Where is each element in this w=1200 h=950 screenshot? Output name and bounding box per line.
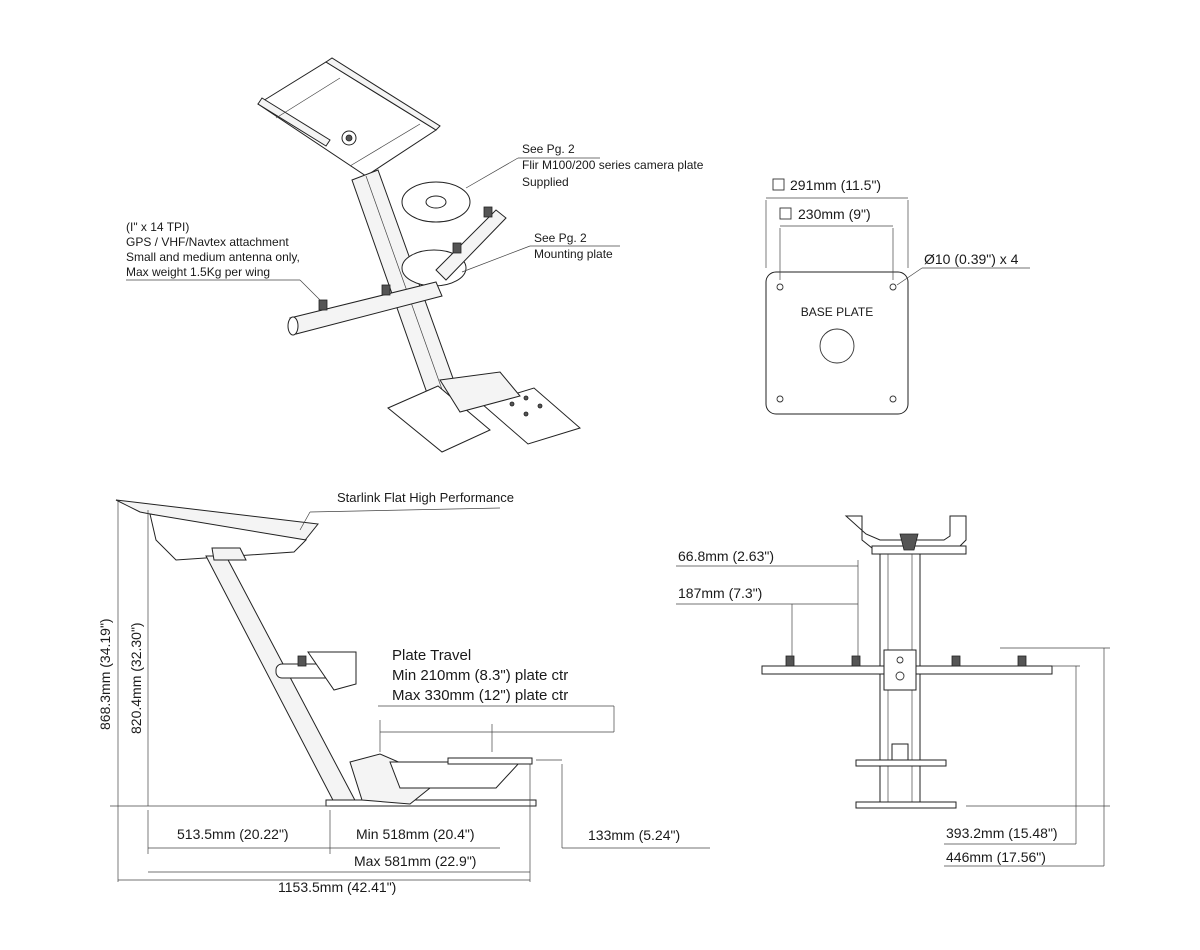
side-view: Starlink Flat High Performance Plate Tra… [97, 490, 710, 895]
plate-travel-max: Max 330mm (12") plate ctr [392, 687, 568, 704]
callout-camera-line-3: Supplied [522, 175, 569, 189]
base-plate-label: BASE PLATE [801, 305, 873, 319]
base-plate-view: BASE PLATE 291mm (11.5") 230mm (9") Ø10 … [765, 177, 1030, 415]
dim-66: 66.8mm (2.63") [678, 548, 774, 564]
dim-outer-291: 291mm (11.5") [790, 177, 881, 193]
plate-travel-min: Min 210mm (8.3") plate ctr [392, 667, 568, 684]
callout-wing-line-4: Max weight 1.5Kg per wing [126, 265, 270, 279]
dim-inner-230: 230mm (9") [798, 206, 871, 222]
base-plate-outline [765, 271, 909, 415]
callout-camera-line-2: Flir M100/200 series camera plate [522, 158, 704, 172]
front-view: 66.8mm (2.63") 187mm (7.3") 393.2mm (15.… [676, 515, 1110, 867]
dim-446: 446mm (17.56") [946, 849, 1046, 865]
dim-min518: Min 518mm (20.4") [356, 826, 475, 842]
callout-wing-line-3: Small and medium antenna only, [126, 250, 300, 264]
dim-holes: Ø10 (0.39") x 4 [924, 251, 1019, 267]
dim-height-total: 868.3mm (34.19") [97, 618, 113, 730]
product-label: Starlink Flat High Performance [337, 490, 514, 505]
callout-mount-line-2: Mounting plate [534, 247, 613, 261]
base-plate-center-hole [819, 328, 855, 364]
callout-mount-line-1: See Pg. 2 [534, 231, 587, 245]
callout-wing-line-2: GPS / VHF/Navtex attachment [126, 235, 289, 249]
dim-187: 187mm (7.3") [678, 585, 762, 601]
callout-camera-line-1: See Pg. 2 [522, 142, 575, 156]
dim-total: 1153.5mm (42.41") [278, 879, 396, 895]
dim-393: 393.2mm (15.48") [946, 825, 1058, 841]
dim-height-top: 820.4mm (32.30") [128, 622, 144, 734]
dim-133: 133mm (5.24") [588, 827, 680, 843]
plate-travel-title: Plate Travel [392, 647, 471, 664]
callout-wing-line-1: (I" x 14 TPI) [126, 220, 189, 234]
isometric-mount-view: See Pg. 2 Flir M100/200 series camera pl… [126, 57, 704, 453]
dim-513: 513.5mm (20.22") [177, 826, 289, 842]
dim-max581: Max 581mm (22.9") [354, 853, 476, 869]
